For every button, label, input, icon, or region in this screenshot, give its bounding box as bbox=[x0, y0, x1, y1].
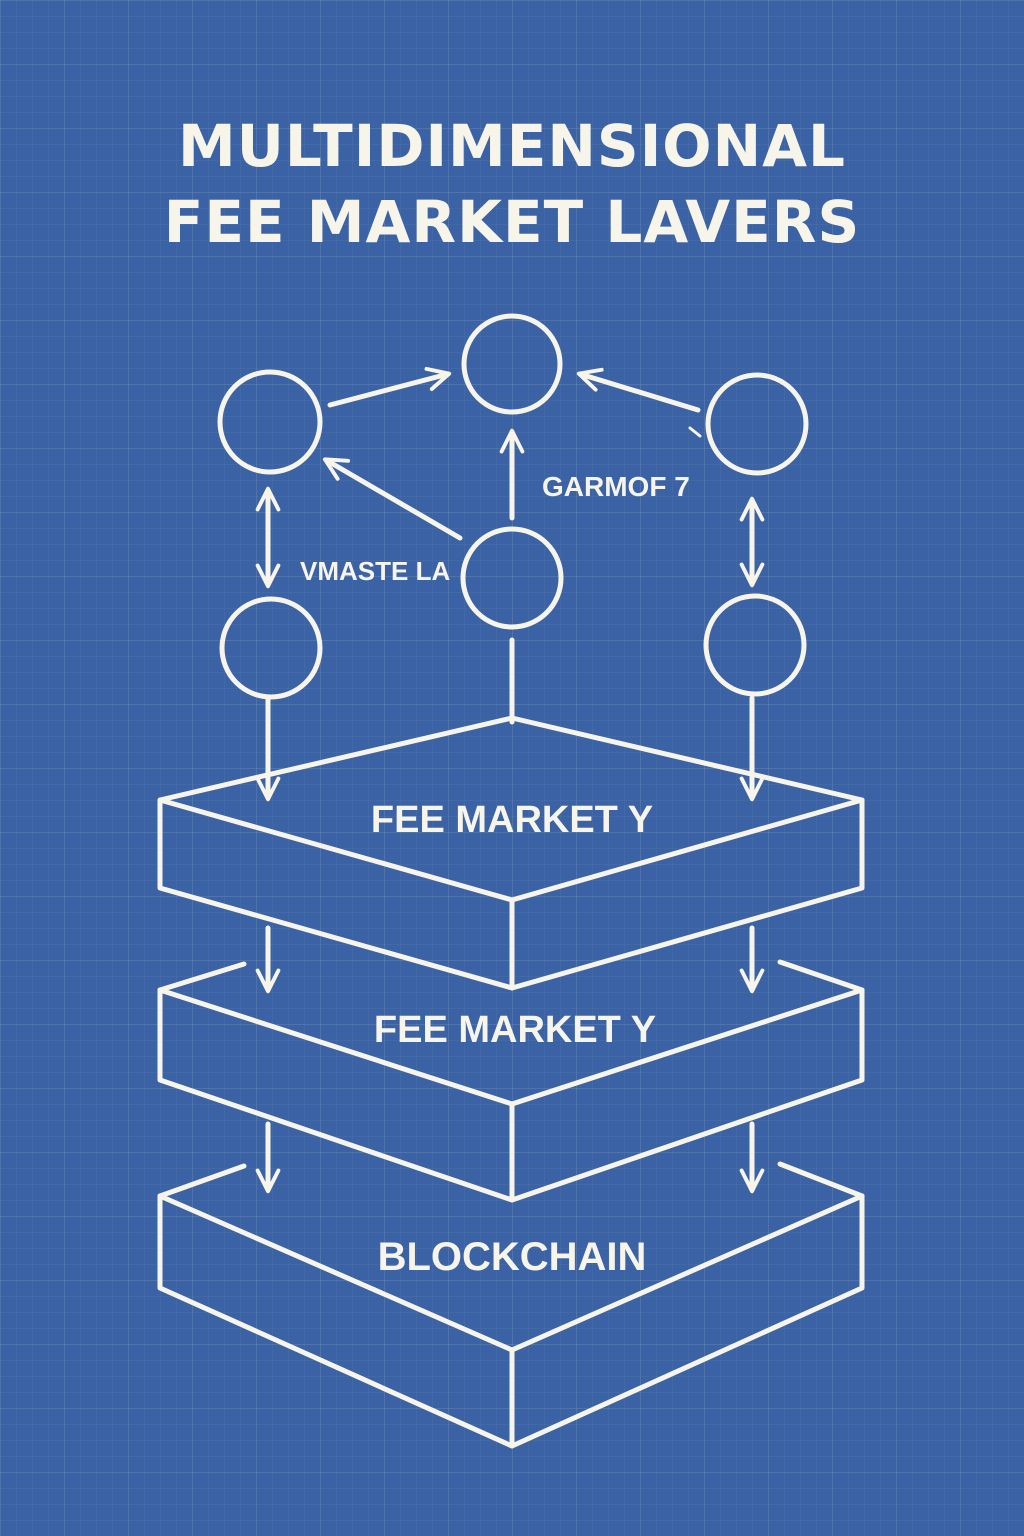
layer-3-label: BLOCKCHAIN bbox=[378, 1235, 647, 1279]
node-upper-right bbox=[705, 372, 809, 476]
layer-blockchain: BLOCKCHAIN bbox=[157, 1161, 865, 1449]
layer-1-label: FEE MARKET Y bbox=[371, 799, 653, 841]
node-lower-left bbox=[219, 596, 323, 700]
layer-fee-market-2: FEE MARKET Y bbox=[157, 959, 865, 1203]
layer-2-label: FEE MARKET Y bbox=[374, 1009, 656, 1051]
node-upper-left bbox=[217, 369, 323, 475]
node-middle bbox=[460, 526, 564, 630]
layer-fee-market-1: FEE MARKET Y bbox=[157, 715, 865, 991]
arrow-tick-mark bbox=[688, 426, 702, 438]
network-label-right: GARMOF 7 bbox=[542, 471, 690, 502]
node-top bbox=[461, 313, 563, 415]
node-lower-right bbox=[703, 593, 807, 697]
arrow-upper-left-to-top bbox=[327, 366, 452, 408]
diagram-title-line-2: FEE MARKET LAVERS bbox=[163, 188, 861, 256]
arrow-middle-to-upper-left bbox=[322, 457, 463, 541]
network-label-left: VMASTE LA bbox=[300, 556, 450, 586]
arrow-upper-right-to-top bbox=[576, 367, 701, 413]
diagram-title-line-1: MULTIDIMENSIONAL bbox=[178, 112, 846, 180]
